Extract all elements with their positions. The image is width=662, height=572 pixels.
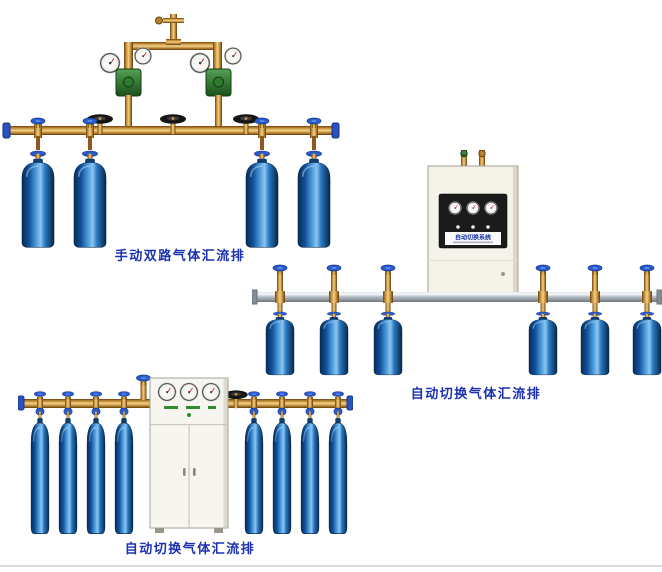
manual-dual-manifold-illustration — [2, 14, 340, 249]
caption-manual-dual-manifold: 手动双路气体汇流排 — [114, 249, 246, 264]
indicator-light — [187, 413, 191, 417]
caption-auto-switch-manifold-right: 自动切换气体汇流排 — [410, 387, 542, 402]
caption-auto-switch-manifold-bottom: 自动切换气体汇流排 — [124, 542, 256, 557]
pressure-gauge — [466, 201, 480, 215]
gas-cylinder — [244, 407, 264, 535]
cylinder-station — [373, 264, 403, 376]
cylinder-connector — [312, 136, 316, 150]
manifold-pipe — [252, 289, 662, 305]
blue-valve-handwheel — [90, 391, 102, 401]
cylinder-station — [632, 264, 662, 376]
control-cabinet — [149, 377, 229, 533]
pressure-gauge — [201, 382, 221, 402]
gas-cylinder — [86, 407, 106, 535]
blue-valve-handwheel — [380, 264, 396, 276]
cylinder-connector — [260, 136, 264, 150]
gas-cylinder — [272, 407, 292, 535]
blue-valve-handwheel — [34, 391, 46, 401]
cabinet-lock — [501, 272, 505, 276]
blue-valve-handwheel — [118, 391, 131, 401]
pressure-regulator-left — [98, 46, 153, 127]
cylinder-station — [528, 264, 558, 376]
door-handle — [183, 468, 186, 476]
auto-switch-manifold-bottom-illustration — [18, 374, 353, 535]
pressure-gauge — [157, 382, 177, 402]
indicator-light — [456, 225, 460, 229]
riser-valve — [140, 380, 147, 400]
blue-valve-handwheel — [275, 391, 289, 401]
pressure-gauge — [223, 46, 243, 66]
blue-valve-handwheel — [136, 374, 151, 386]
indicator-light — [471, 225, 475, 229]
control-cabinet: 自动切换系统 — [427, 150, 519, 299]
gas-cylinder — [73, 150, 107, 249]
cylinder-station — [580, 264, 610, 376]
gas-cylinder — [114, 407, 134, 535]
gas-cylinder — [373, 311, 403, 376]
door-handle — [193, 468, 196, 476]
cabinet-label-text: 自动切换系统 — [455, 234, 491, 242]
pressure-gauge — [448, 201, 462, 215]
blue-valve-handwheel — [247, 391, 261, 401]
gas-cylinder — [265, 311, 295, 376]
gas-cylinder — [21, 150, 55, 249]
blue-valve-handwheel — [639, 264, 655, 276]
gas-cylinder — [300, 407, 320, 535]
pressure-gauge — [133, 46, 153, 66]
blue-valve-handwheel — [326, 264, 342, 276]
gas-cylinder — [58, 407, 78, 535]
pressure-regulator-right — [188, 46, 243, 127]
cylinder-station — [319, 264, 349, 376]
cylinder-station — [265, 264, 295, 376]
inlet-assembly — [124, 14, 222, 72]
blue-valve-handwheel — [587, 264, 603, 276]
blue-valve-handwheel — [303, 391, 317, 401]
indicator-light — [486, 225, 490, 229]
pressure-gauge — [484, 201, 498, 215]
gas-cylinder — [30, 407, 50, 535]
gas-cylinder — [328, 407, 348, 535]
blue-valve-handwheel — [535, 264, 551, 276]
blue-valve-handwheel — [331, 391, 345, 401]
gas-cylinder — [580, 311, 610, 376]
cylinder-connector — [88, 136, 92, 150]
gas-cylinder — [319, 311, 349, 376]
auto-switch-manifold-right-illustration: 自动切换系统 — [252, 150, 662, 376]
pressure-gauge — [179, 382, 199, 402]
cylinder-connector — [36, 136, 40, 150]
gas-cylinder — [528, 311, 558, 376]
manifold-pipe — [2, 122, 340, 139]
bottom-divider — [0, 565, 662, 567]
gas-cylinder — [632, 311, 662, 376]
blue-valve-handwheel — [62, 391, 74, 401]
blue-valve-handwheel — [272, 264, 288, 276]
